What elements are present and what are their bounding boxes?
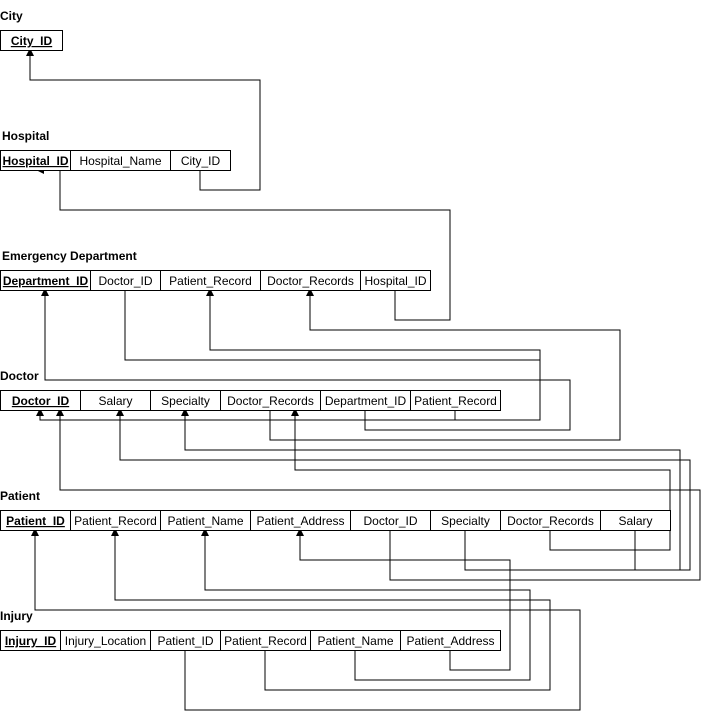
field-label: Department_ID [325, 394, 407, 408]
field-label: Hospital_Name [79, 154, 161, 168]
connector-injury-patient-address [296, 528, 511, 671]
table-title: Patient [0, 489, 40, 503]
field-label: Patient_Record [74, 514, 157, 528]
connector-doctor-doctor-records [269, 288, 621, 441]
field-label: Hospital_ID [364, 274, 426, 288]
table-title: Hospital [2, 129, 49, 143]
field-label: Salary [98, 394, 132, 408]
field-label: Patient_Address [256, 514, 344, 528]
primary-key-field: Hospital_ID [2, 154, 68, 168]
field-label: Patient_ID [157, 634, 213, 648]
connector-patient-specialty [181, 408, 681, 571]
field-cell [600, 510, 671, 531]
field-label: Doctor_Records [267, 274, 354, 288]
field-label: Doctor_Records [227, 394, 314, 408]
field-label: Doctor_ID [98, 274, 152, 288]
connector-injury-patient-record [111, 528, 551, 691]
connector-patient-doctor-id [56, 408, 701, 581]
table-title: City [0, 9, 23, 23]
connector-doctor-department [41, 288, 571, 431]
field-label: Doctor_Records [507, 514, 594, 528]
field-label: City_ID [181, 154, 221, 168]
table-title: Injury [0, 609, 33, 623]
field-label: Specialty [441, 514, 490, 528]
connector-department-hospital [36, 166, 451, 321]
connector-injury-patient-name [201, 528, 531, 681]
field-label: Patient_Name [167, 514, 243, 528]
field-label: Patient_Address [406, 634, 494, 648]
field-cell [360, 270, 431, 291]
connector-patient-salary [116, 408, 691, 571]
table-title: Emergency Department [2, 249, 137, 263]
primary-key-field: Patient_ID [6, 514, 65, 528]
field-label: Doctor_ID [363, 514, 417, 528]
field-label: Patient_Record [414, 394, 497, 408]
field-cell [410, 390, 501, 411]
primary-key-field: Department_ID [3, 274, 89, 288]
field-cell [0, 30, 63, 51]
field-label: Salary [618, 514, 652, 528]
field-label: Injury_Location [65, 634, 146, 648]
field-label: Patient_Name [317, 634, 393, 648]
field-cell [400, 630, 501, 651]
field-label: Specialty [161, 394, 210, 408]
table-title: Doctor [0, 369, 39, 383]
connector-doctor-patient-record [206, 288, 541, 421]
relationship-connectors [26, 48, 701, 711]
field-label: Patient_Record [169, 274, 252, 288]
field-label: Patient_Record [224, 634, 307, 648]
connector-hospital-city [26, 48, 261, 191]
primary-key-field: City_ID [11, 34, 53, 48]
field-cell [170, 150, 231, 171]
primary-key-field: Doctor_ID [12, 394, 70, 408]
connector-injury-patient-id [31, 528, 581, 711]
primary-key-field: Injury_ID [5, 634, 57, 648]
